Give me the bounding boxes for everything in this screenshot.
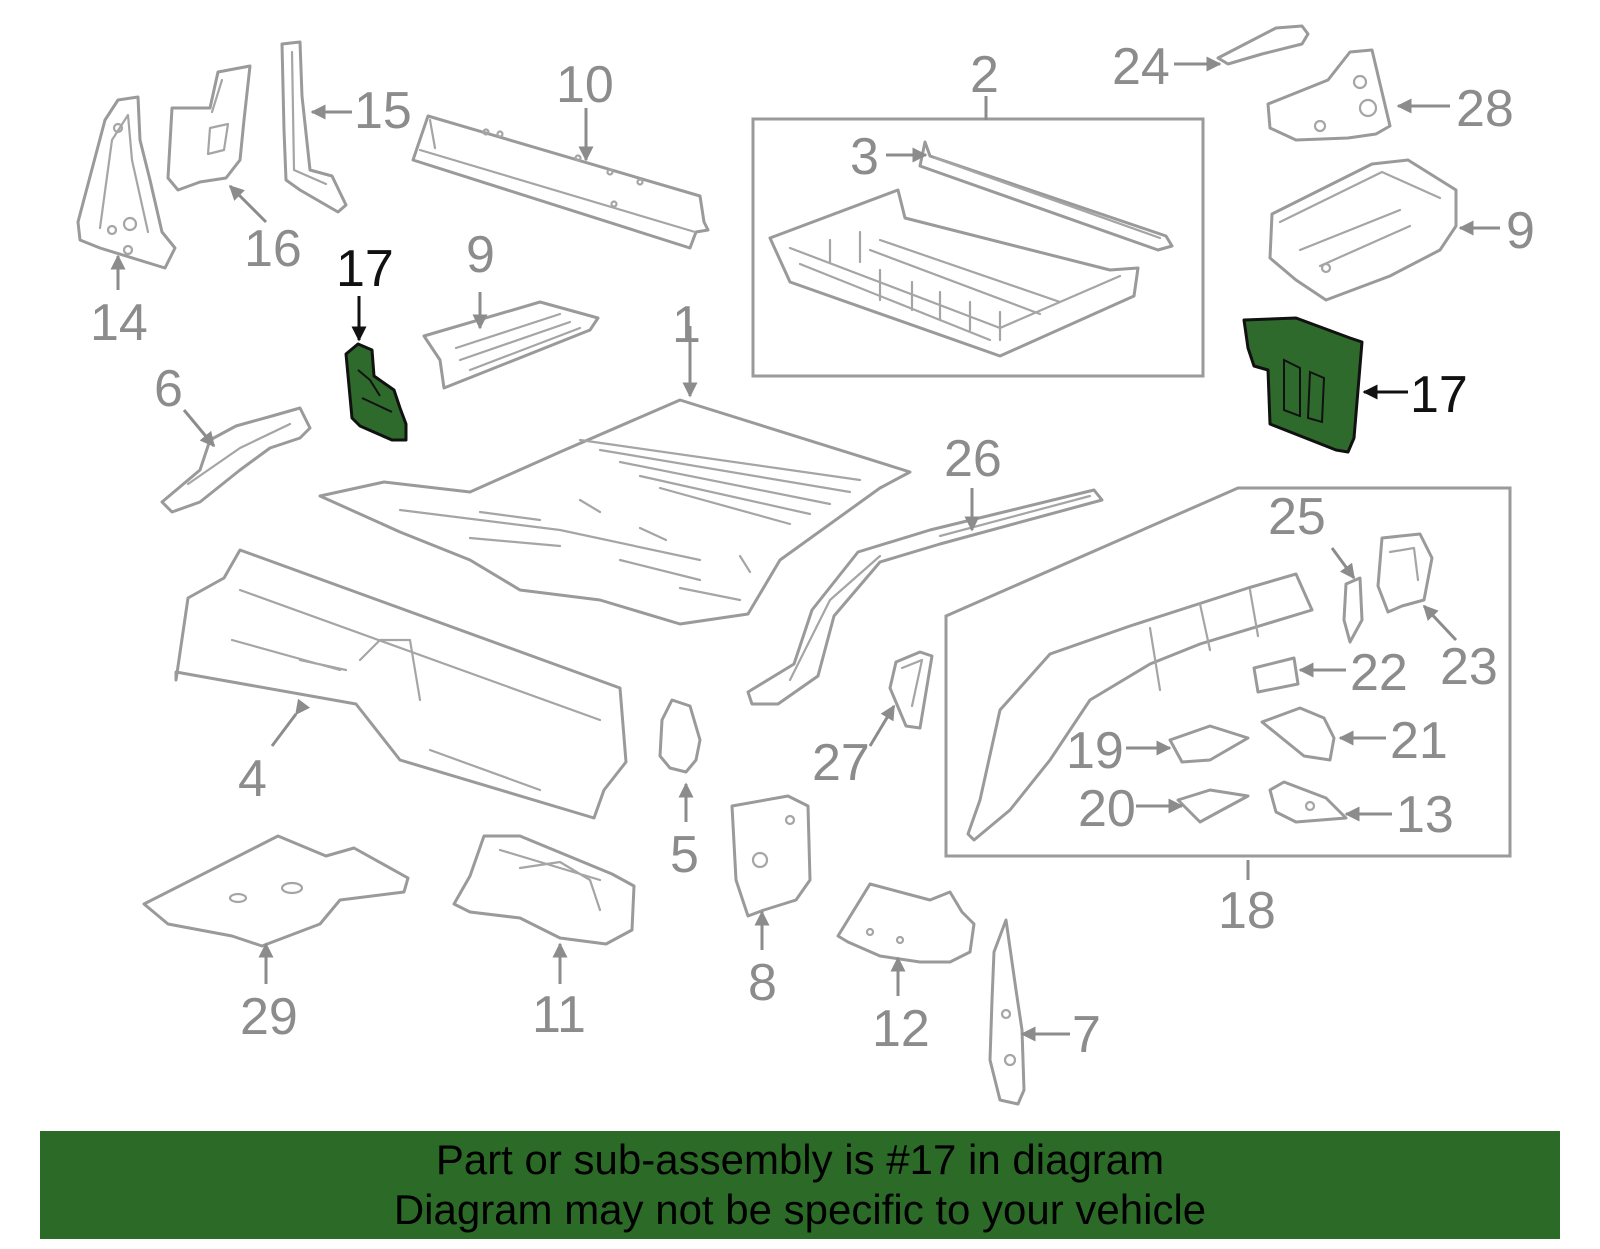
- label-18: 18: [1218, 882, 1276, 940]
- part-2-spare-tire-well-box[interactable]: [751, 117, 1205, 378]
- label-15: 15: [354, 82, 412, 140]
- part-18-sub-assembly-box[interactable]: [944, 486, 1512, 858]
- part-29-shield[interactable]: [142, 834, 410, 948]
- label-9-left: 9: [466, 226, 495, 284]
- part-3-rail[interactable]: [918, 140, 1174, 252]
- part-25-plate[interactable]: [1342, 576, 1364, 644]
- label-19: 19: [1066, 722, 1124, 780]
- part-27-bracket[interactable]: [888, 650, 934, 730]
- label-7: 7: [1072, 1006, 1101, 1064]
- part-14-pillar-reinforcement[interactable]: [76, 95, 177, 270]
- label-14: 14: [90, 294, 148, 352]
- label-9-right: 9: [1506, 202, 1535, 260]
- part-4-rear-panel[interactable]: [174, 548, 628, 820]
- part-17-highlighted-right[interactable]: [1242, 316, 1364, 454]
- label-29: 29: [240, 988, 298, 1046]
- label-17-right: 17: [1410, 366, 1468, 424]
- leader-lines: [110, 56, 1500, 1042]
- part-11-bracket[interactable]: [452, 834, 636, 946]
- label-21: 21: [1390, 712, 1448, 770]
- part-17-highlighted-left[interactable]: [344, 342, 408, 442]
- label-13: 13: [1396, 786, 1454, 844]
- part-21-bracket[interactable]: [1260, 706, 1336, 762]
- label-20: 20: [1078, 780, 1136, 838]
- label-12: 12: [872, 1000, 930, 1058]
- label-26: 26: [944, 430, 1002, 488]
- part-24-bracket[interactable]: [1216, 24, 1310, 66]
- label-17-left: 17: [336, 240, 394, 298]
- label-28: 28: [1456, 80, 1514, 138]
- part-2-tire-well-pan[interactable]: [768, 188, 1140, 358]
- part-23-bracket[interactable]: [1376, 532, 1434, 614]
- banner-line-2: Diagram may not be specific to your vehi…: [393, 1186, 1207, 1233]
- part-22-plate[interactable]: [1252, 656, 1300, 694]
- label-8: 8: [748, 954, 777, 1012]
- label-2: 2: [970, 46, 999, 104]
- label-10: 10: [556, 56, 614, 114]
- label-23: 23: [1440, 638, 1498, 696]
- part-9-floor-panel-small[interactable]: [422, 300, 600, 390]
- part-15-pillar[interactable]: [280, 40, 348, 214]
- label-25: 25: [1268, 488, 1326, 546]
- part-28-panel[interactable]: [1266, 48, 1392, 142]
- part-20-bracket[interactable]: [1176, 788, 1250, 824]
- callout-labels: 1 2 3 4 5 6 7 8 9 9 10 11 12 13 14 15 16…: [90, 38, 1535, 1064]
- info-banner: Part or sub-assembly is #17 in diagram D…: [40, 1131, 1560, 1239]
- part-8-panel[interactable]: [730, 794, 812, 918]
- label-3: 3: [850, 128, 879, 186]
- part-26-rail[interactable]: [746, 488, 1104, 706]
- label-22: 22: [1350, 644, 1408, 702]
- label-16: 16: [244, 220, 302, 278]
- part-12-bracket[interactable]: [836, 882, 976, 964]
- banner-line-1: Part or sub-assembly is #17 in diagram: [435, 1136, 1165, 1183]
- part-5-bracket[interactable]: [658, 698, 702, 774]
- part-16-inner-panel[interactable]: [166, 64, 252, 192]
- part-18-rail-assembly[interactable]: [966, 572, 1314, 842]
- label-4: 4: [238, 750, 267, 808]
- part-1-rear-floor-pan[interactable]: [318, 398, 912, 626]
- leader-lines-highlight: [351, 296, 1408, 400]
- label-24: 24: [1112, 38, 1170, 96]
- part-10-crossmember[interactable]: [411, 114, 710, 250]
- label-5: 5: [670, 826, 699, 884]
- part-13-bracket[interactable]: [1268, 780, 1348, 824]
- part-9-floor-panel-right[interactable]: [1268, 158, 1458, 302]
- part-6-bracket[interactable]: [160, 406, 312, 514]
- label-1: 1: [672, 296, 701, 354]
- part-19-plate[interactable]: [1168, 724, 1250, 764]
- label-6: 6: [154, 360, 183, 418]
- label-11: 11: [532, 986, 586, 1044]
- label-27: 27: [812, 734, 870, 792]
- part-7-reinforcement[interactable]: [988, 918, 1026, 1106]
